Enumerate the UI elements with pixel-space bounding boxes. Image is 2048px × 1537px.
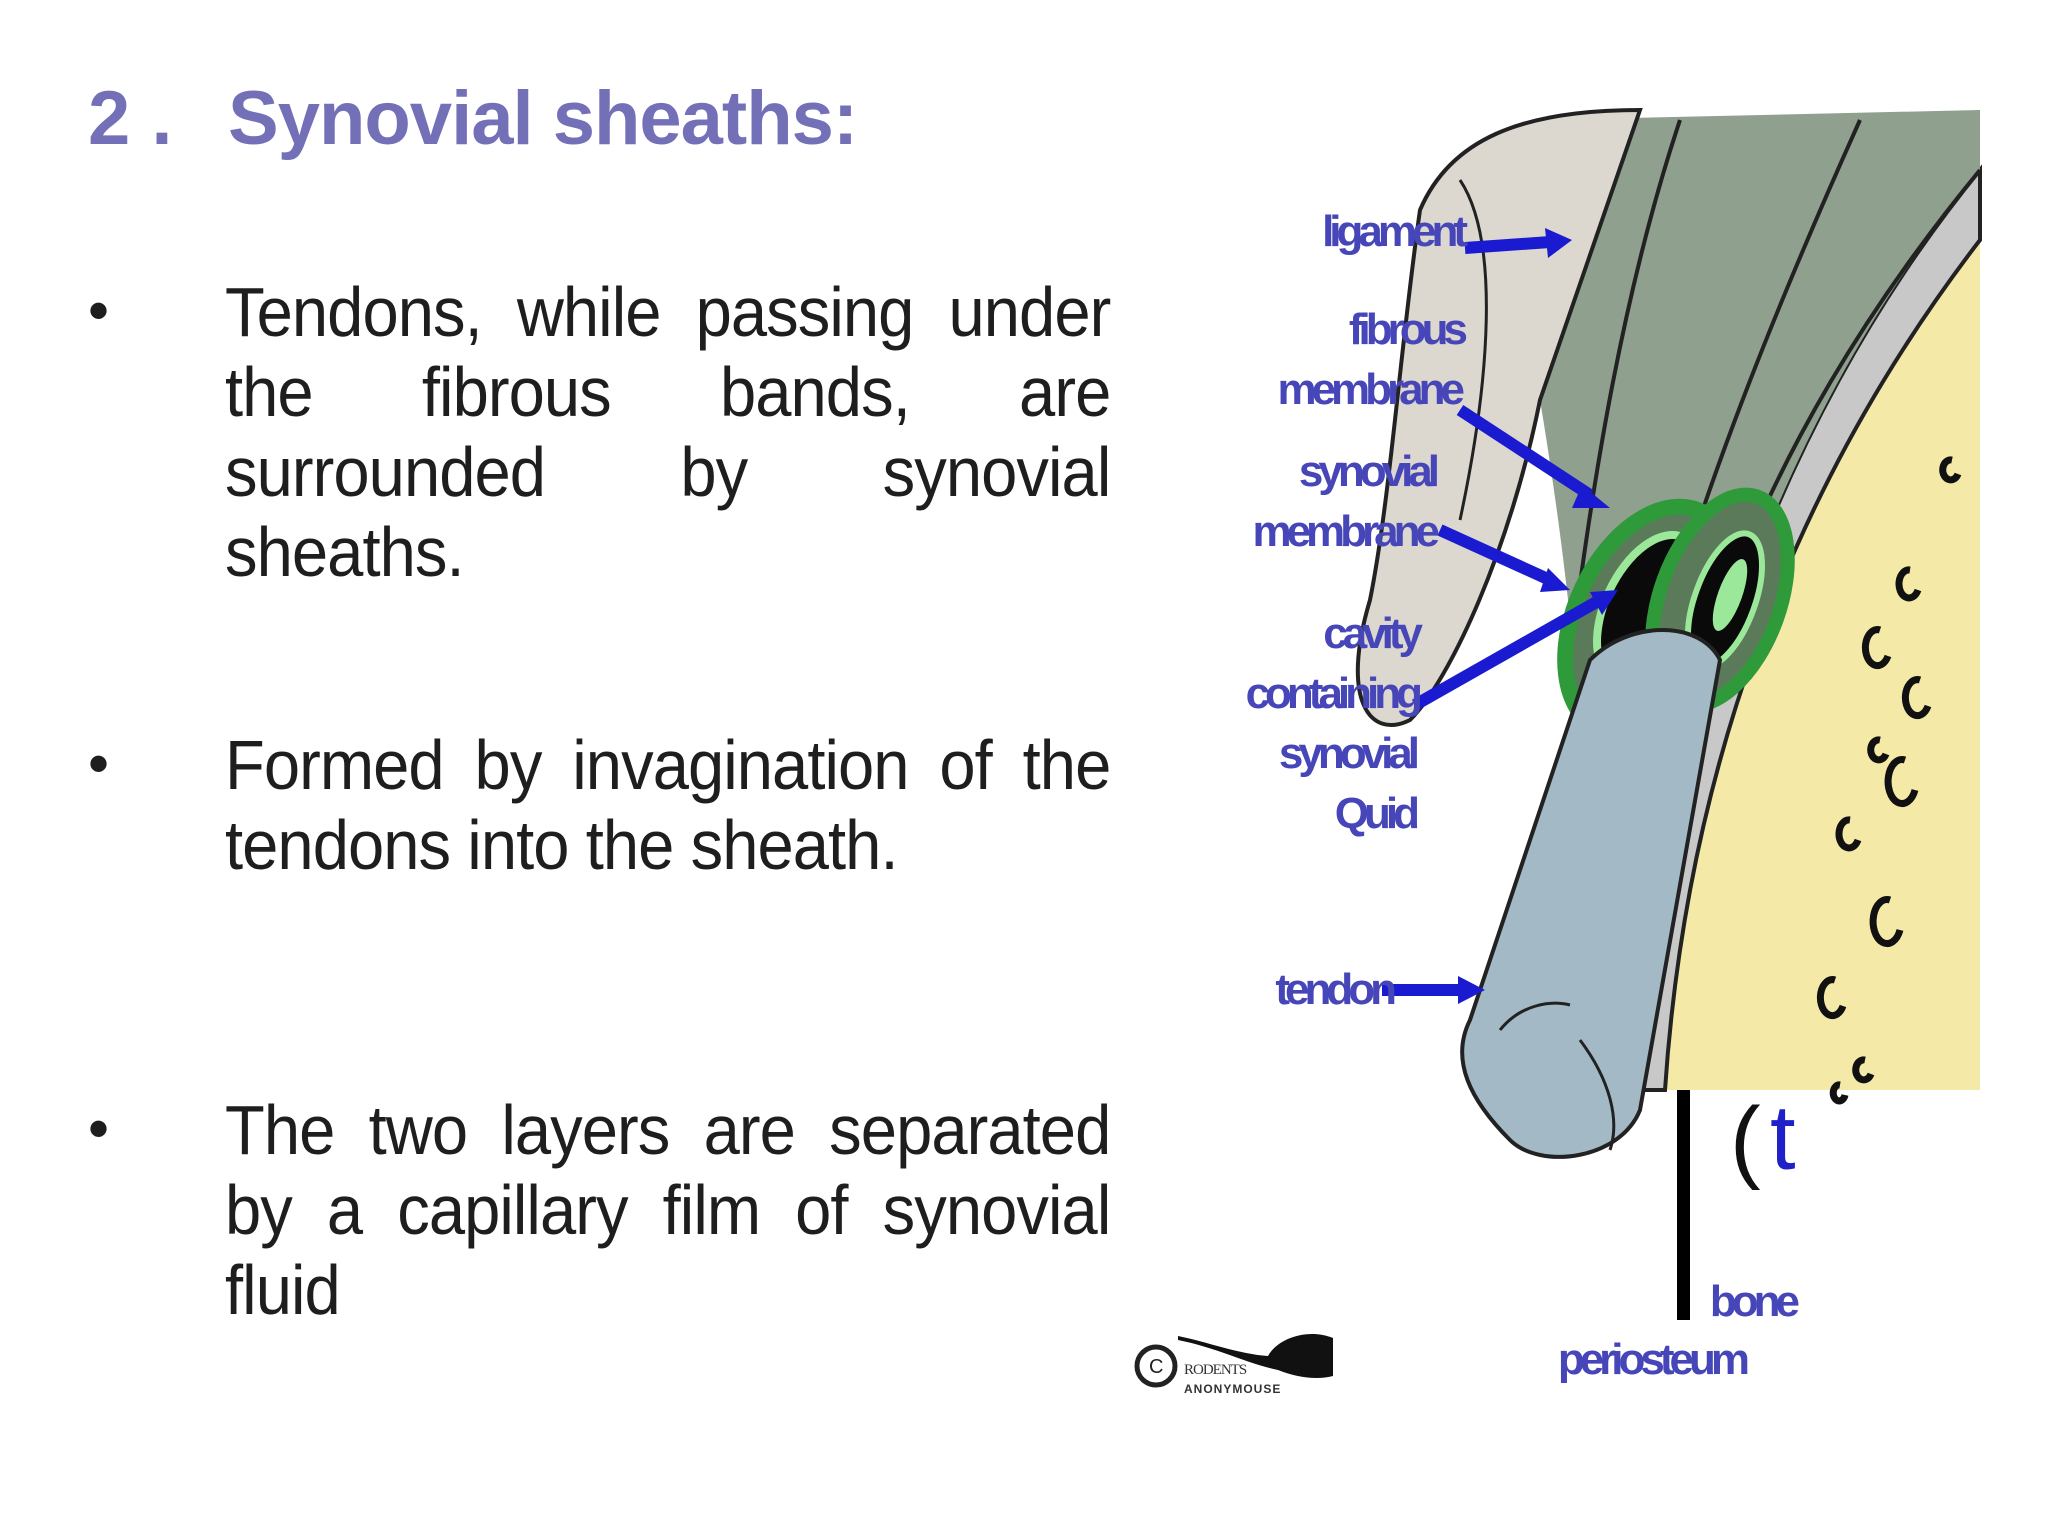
label-t: t bbox=[1770, 1087, 1796, 1189]
label-synovial-membrane-line1: synovial bbox=[1298, 447, 1440, 496]
bullet-text: The two layers are separated by a capill… bbox=[225, 1091, 1111, 1329]
label-cavity-line3: synovial bbox=[1278, 729, 1420, 778]
rodents-anonymouse-logo: RODENTS ANONYMOUSE C bbox=[1128, 1318, 1343, 1398]
title-text: Synovial sheaths bbox=[228, 76, 834, 161]
svg-text:RODENTS: RODENTS bbox=[1184, 1362, 1247, 1378]
bullet-text: Formed by invagination of the tendons in… bbox=[225, 726, 1111, 884]
label-bone: bone bbox=[1709, 1277, 1800, 1326]
label-cavity-line2: containing bbox=[1245, 669, 1423, 718]
label-fibrous-membrane-line1: fibrous bbox=[1348, 305, 1468, 354]
synovial-sheath-diagram: ligament fibrous membrane synovial membr… bbox=[1120, 100, 2000, 1400]
title-colon: : bbox=[832, 76, 858, 161]
label-synovial-membrane-line2: membrane bbox=[1252, 507, 1440, 556]
slide-title: 2 . Synovial sheaths: bbox=[88, 74, 862, 164]
label-cavity-line4: Quid bbox=[1334, 789, 1420, 838]
diagram-illustration-icon bbox=[1355, 107, 1982, 1320]
label-ligament: ligament bbox=[1322, 207, 1468, 256]
svg-text:C: C bbox=[1149, 1356, 1163, 1378]
label-cavity-line1: cavity bbox=[1323, 609, 1423, 658]
bullet-marker: • bbox=[88, 1095, 110, 1162]
label-paren: ( bbox=[1730, 1089, 1761, 1191]
title-number: 2 . bbox=[88, 76, 173, 161]
label-fibrous-membrane-line2: membrane bbox=[1277, 365, 1465, 414]
bullet-marker: • bbox=[88, 277, 110, 344]
title-text-wrap: Synovial sheaths: bbox=[226, 74, 862, 164]
label-periosteum: periosteum bbox=[1557, 1335, 1750, 1384]
svg-text:ANONYMOUSE: ANONYMOUSE bbox=[1184, 1382, 1281, 1396]
bullet-marker: • bbox=[88, 730, 110, 797]
label-tendon: tendon bbox=[1275, 965, 1397, 1014]
bullet-text: Tendons, while passing under the fibrous… bbox=[225, 273, 1111, 591]
mouse-silhouette-icon: RODENTS ANONYMOUSE C bbox=[1134, 1334, 1333, 1396]
